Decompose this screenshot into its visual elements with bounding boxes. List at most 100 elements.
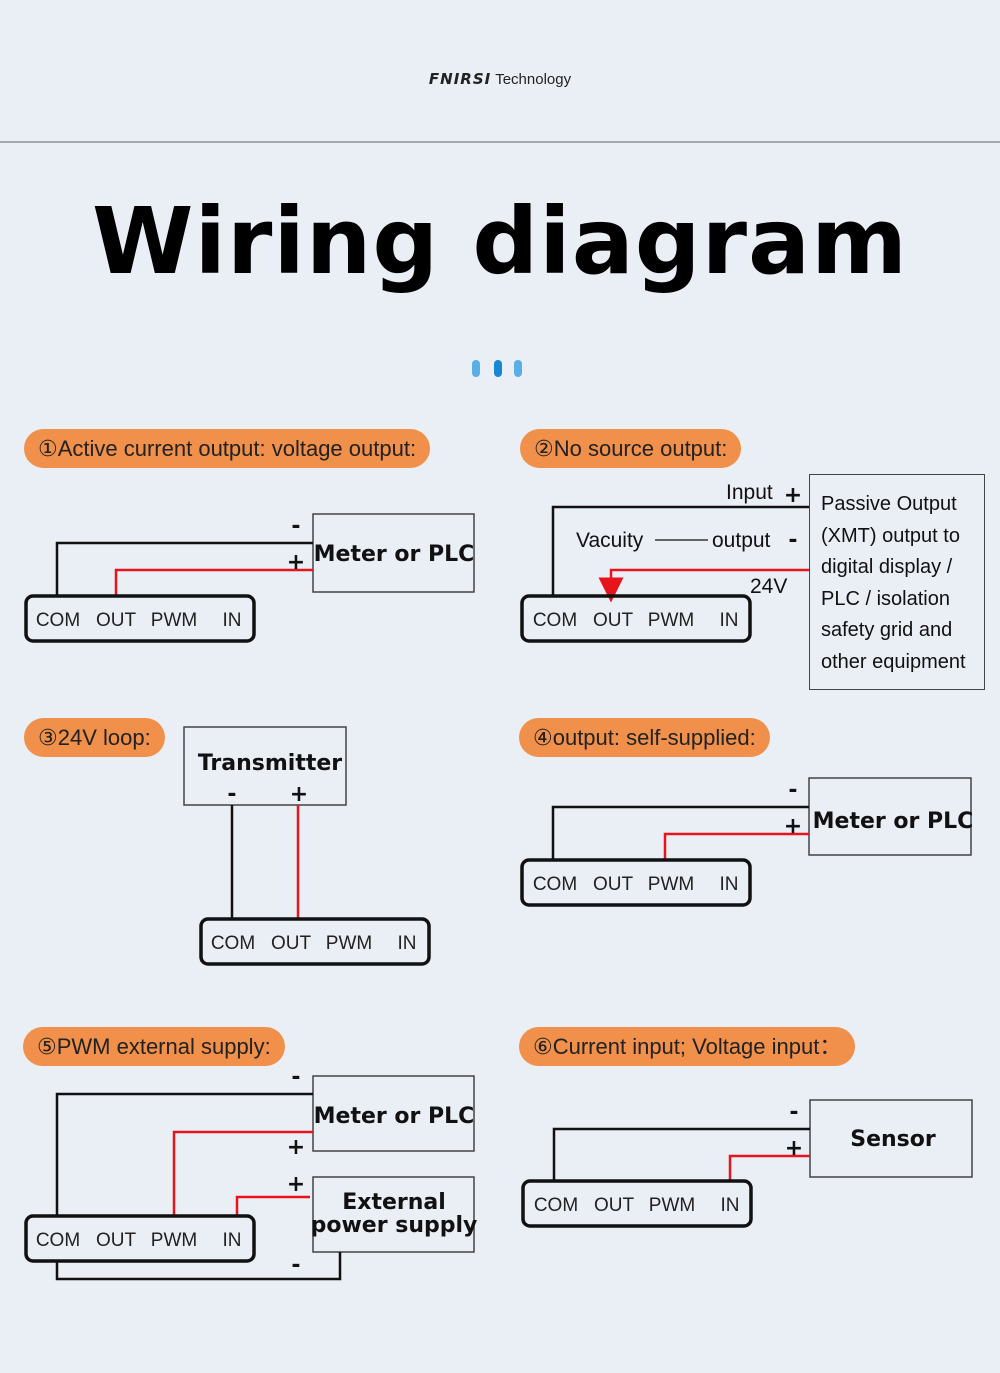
device-box <box>808 777 972 856</box>
external-power-box <box>312 1176 475 1253</box>
terminal-block <box>521 1179 753 1228</box>
section-4-label: ④output: self-supplied: <box>519 718 770 757</box>
dot-icon <box>514 360 522 377</box>
terminal-out: OUT <box>593 610 634 631</box>
terminal-in: IN <box>223 610 242 631</box>
diagram-3: Transmitter - + COM OUT PWM IN <box>183 726 431 966</box>
external-power-line1: External <box>342 1190 446 1215</box>
terminal-com: COM <box>36 610 80 631</box>
wire-red <box>235 1195 310 1216</box>
device-box <box>312 1075 475 1152</box>
device-line: (XMT) output to <box>821 524 960 547</box>
terminal-com: COM <box>534 1195 578 1216</box>
terminal-out: OUT <box>593 874 634 895</box>
minus-sign: - <box>291 514 300 539</box>
section-3-label: ③24V loop: <box>24 718 165 757</box>
device-label: Transmitter <box>198 751 342 776</box>
brand-suffix: Technology <box>495 71 572 88</box>
section-5-label: ⑤PWM external supply: <box>23 1027 285 1066</box>
terminal-com: COM <box>36 1230 80 1251</box>
terminal-out: OUT <box>594 1195 635 1216</box>
diagram-4: Meter or PLC - + COM OUT PWM IN <box>520 777 974 907</box>
terminal-block <box>520 858 752 907</box>
wire-red <box>663 832 809 860</box>
minus-sign: - <box>291 1253 300 1278</box>
passive-output-device-box: Passive Output (XMT) output to digital d… <box>809 474 985 690</box>
minus-sign: - <box>788 528 797 553</box>
sensor-box <box>809 1099 973 1178</box>
diagram-6: Sensor - + COM OUT PWM IN <box>521 1099 973 1228</box>
terminal-in: IN <box>398 933 417 954</box>
minus-sign: - <box>789 1100 798 1125</box>
terminal-com: COM <box>533 610 577 631</box>
device-line: PLC / isolation <box>821 587 950 610</box>
vacuity-label: Vacuity <box>576 529 644 552</box>
terminal-block <box>24 1214 256 1263</box>
section-1-label: ①Active current output: voltage output: <box>24 429 431 468</box>
terminal-pwm: PWM <box>151 1230 197 1251</box>
wire-red <box>114 568 313 596</box>
terminal-pwm: PWM <box>648 610 694 631</box>
terminal-in: IN <box>720 610 739 631</box>
wire-black <box>552 1127 810 1181</box>
terminal-in: IN <box>720 874 739 895</box>
minus-sign: - <box>227 782 236 807</box>
device-line: Passive Output <box>821 493 957 515</box>
terminal-pwm: PWM <box>151 610 197 631</box>
plus-sign: + <box>784 814 802 839</box>
dot-icon <box>472 360 480 377</box>
terminal-pwm: PWM <box>648 874 694 895</box>
input-label: Input <box>726 481 773 504</box>
wire-black <box>551 805 809 860</box>
terminal-com: COM <box>533 874 577 895</box>
terminal-out: OUT <box>271 933 312 954</box>
device-line: safety grid and <box>821 619 953 641</box>
external-power-line2: power supply <box>311 1213 478 1238</box>
device-line: digital display / <box>821 556 953 578</box>
wire-black <box>55 1252 342 1281</box>
transmitter-box <box>183 726 347 806</box>
plus-sign: + <box>287 1135 305 1160</box>
wire-black <box>551 505 809 596</box>
wire-black <box>55 541 313 596</box>
device-label: Meter or PLC <box>314 1104 475 1129</box>
diagram-5: Meter or PLC External power supply - + +… <box>24 1065 478 1281</box>
plus-sign: + <box>785 1136 803 1161</box>
voltage-label: 24V <box>750 575 787 598</box>
page-title: Wiring diagram <box>92 188 908 295</box>
device-box <box>312 513 475 593</box>
terminal-out: OUT <box>96 1230 137 1251</box>
dot-icon <box>494 360 502 377</box>
minus-sign: - <box>788 778 797 803</box>
plus-sign: + <box>784 483 802 508</box>
wire-red <box>172 1130 313 1216</box>
plus-sign: + <box>287 550 305 575</box>
terminal-com: COM <box>211 933 255 954</box>
terminal-in: IN <box>223 1230 242 1251</box>
terminal-block <box>24 594 256 643</box>
minus-sign: - <box>291 1065 300 1090</box>
section-dots-decoration <box>472 360 532 378</box>
section-6-label: ⑥Current input; Voltage input： <box>519 1027 856 1066</box>
wire-black <box>55 1092 313 1216</box>
section-2-label: ②No source output: <box>520 429 742 468</box>
output-label: output <box>712 529 771 552</box>
brand-logo: FNIRSI <box>428 70 492 88</box>
diagram-1: Meter or PLC - + COM OUT PWM IN <box>24 513 475 643</box>
plus-sign: + <box>287 1172 305 1197</box>
plus-sign: + <box>290 782 308 807</box>
terminal-block <box>199 917 431 966</box>
device-label: Meter or PLC <box>314 542 475 567</box>
wire-red-arrow <box>598 568 809 603</box>
device-label: Sensor <box>850 1127 936 1152</box>
terminal-pwm: PWM <box>326 933 372 954</box>
device-label: Meter or PLC <box>813 809 974 834</box>
header-divider <box>0 141 1000 143</box>
diagram-2: Input + Vacuity output - 24V COM OUT PWM… <box>520 481 809 643</box>
terminal-block <box>520 594 752 643</box>
terminal-pwm: PWM <box>649 1195 695 1216</box>
wire-red <box>728 1154 810 1181</box>
terminal-in: IN <box>721 1195 740 1216</box>
